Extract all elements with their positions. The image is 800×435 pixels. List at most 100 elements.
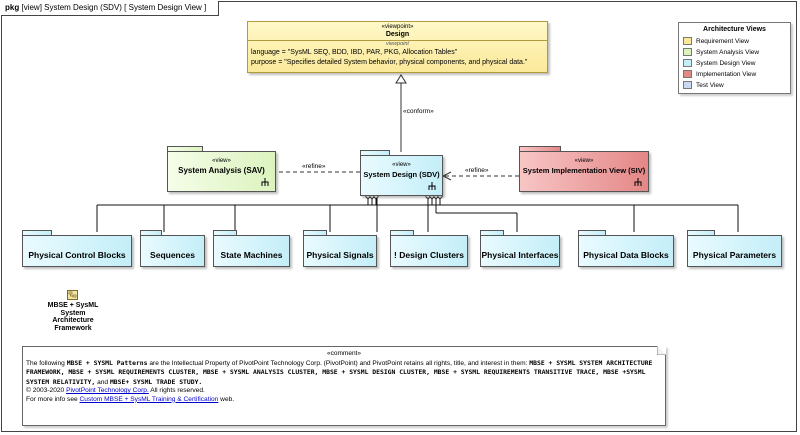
more-info-text: For more info see xyxy=(26,395,80,403)
pivotpoint-link[interactable]: PivotPoint Technology Corp. xyxy=(66,387,149,395)
package-body: Physical Data Blocks xyxy=(578,235,674,267)
framework-package-icon[interactable] xyxy=(67,290,78,300)
fork-icon xyxy=(428,182,436,190)
framework-label-line: System xyxy=(60,309,86,317)
package-tab xyxy=(360,150,390,156)
package-body: Physical Control Blocks xyxy=(22,235,132,267)
subpackage-physical-interfaces[interactable]: Physical Interfaces xyxy=(480,230,560,267)
package-tab xyxy=(687,230,715,236)
package-tab xyxy=(167,146,203,152)
comment-stereotype: «comment» xyxy=(327,350,361,357)
package-body: «view» System Design (SDV) xyxy=(360,155,443,196)
package-name: Physical Control Blocks xyxy=(28,250,126,260)
frame-kind: pkg xyxy=(5,3,20,12)
more-info-text: web. xyxy=(218,395,235,403)
subpackage-design-clusters[interactable]: ! Design Clusters xyxy=(390,230,468,267)
subpackage-physical-data-blocks[interactable]: Physical Data Blocks xyxy=(578,230,674,267)
package-stereotype: «view» xyxy=(212,158,231,164)
subpackage-sequences[interactable]: Sequences xyxy=(140,230,205,267)
subpackage-physical-parameters[interactable]: Physical Parameters xyxy=(687,230,782,267)
viewpoint-stereotype: «viewpoint» xyxy=(381,24,414,30)
framework-glyph-icon xyxy=(68,291,77,298)
subpackage-physical-signals[interactable]: Physical Signals xyxy=(303,230,377,267)
package-name: ! Design Clusters xyxy=(394,250,464,260)
legend-swatch xyxy=(683,37,692,45)
legend-swatch xyxy=(683,48,692,56)
legend-label: System Analysis View xyxy=(696,48,760,56)
training-link[interactable]: Custom MBSE + SysML Training & Certifica… xyxy=(79,395,219,403)
package-body: Sequences xyxy=(140,235,205,267)
legend-swatch xyxy=(683,81,692,89)
frame-title: [view] System Design (SDV) [ System Desi… xyxy=(21,3,207,12)
comment-bold: MBSE + SYSML SYSTEM ARCHITECTURE FRAMEWO… xyxy=(26,359,653,386)
viewpoint-section-label: viewpoint xyxy=(386,41,409,47)
package-body: «view» System Analysis (SAV) xyxy=(167,151,276,192)
viewpoint-divider xyxy=(248,40,547,41)
comment-text: are the Intellectual Property of PivotPo… xyxy=(147,360,530,367)
package-tab xyxy=(22,230,52,236)
viewpoint-purpose: purpose = "Specifies detailed System beh… xyxy=(251,59,528,66)
legend-item: System Design View xyxy=(683,59,756,67)
legend-item: Test View xyxy=(683,81,724,89)
refine-label-left: «refine» xyxy=(302,163,326,170)
comment-bold: MBSE + SYSML Patterns xyxy=(66,359,148,367)
subpackage-state-machines[interactable]: State Machines xyxy=(213,230,290,267)
package-name: System Implementation View (SIV) xyxy=(522,166,646,175)
package-tab xyxy=(213,230,237,236)
viewpoint-name: Design xyxy=(385,31,410,38)
package-name: State Machines xyxy=(220,250,283,260)
package-name: Physical Data Blocks xyxy=(583,250,669,260)
legend-swatch xyxy=(683,59,692,67)
legend-swatch xyxy=(683,70,692,78)
package-name: Physical Interfaces xyxy=(481,250,559,260)
comment-text: The following xyxy=(26,360,67,367)
package-system-design[interactable]: «view» System Design (SDV) xyxy=(360,150,443,196)
subpackage-physical-control-blocks[interactable]: Physical Control Blocks xyxy=(22,230,132,267)
comment-body: The following MBSE + SYSML Patterns are … xyxy=(26,359,661,404)
package-tab xyxy=(519,146,561,152)
framework-label-line: MBSE + SysML xyxy=(47,302,99,309)
legend-item: Implementation View xyxy=(683,70,756,78)
folded-corner-icon xyxy=(657,346,666,355)
package-name: System Design (SDV) xyxy=(363,170,440,179)
package-system-analysis[interactable]: «view» System Analysis (SAV) xyxy=(167,146,276,192)
package-tab xyxy=(390,230,414,236)
package-body: ! Design Clusters xyxy=(390,235,468,267)
package-name: System Analysis (SAV) xyxy=(178,166,265,175)
framework-label-line: Framework xyxy=(54,324,92,332)
package-system-implementation[interactable]: «view» System Implementation View (SIV) xyxy=(519,146,649,192)
package-tab xyxy=(303,230,327,236)
legend-label: System Design View xyxy=(696,59,756,67)
containment-tree xyxy=(96,198,739,232)
framework-label-line: Architecture xyxy=(52,317,94,324)
legend-item: Requirement View xyxy=(683,37,749,45)
package-body: Physical Interfaces xyxy=(480,235,560,267)
comment-note: «comment» The following MBSE + SYSML Pat… xyxy=(22,346,666,426)
diagram-frame-tab: pkg [view] System Design (SDV) [ System … xyxy=(1,1,220,16)
package-name: Physical Parameters xyxy=(692,250,777,260)
copyright-text: All rights reserved. xyxy=(148,387,205,395)
package-tab xyxy=(140,230,162,236)
legend-label: Implementation View xyxy=(696,70,757,78)
copyright-text: © 2003-2020 xyxy=(26,387,67,395)
viewpoint-language: language = "SysML SEQ, BDD, IBD, PAR, PK… xyxy=(251,49,458,56)
viewpoint-design[interactable]: «viewpoint» Design viewpoint language = … xyxy=(247,21,548,73)
comment-bold: MBSE+ SYSML TRADE STUDY. xyxy=(109,377,203,386)
conform-label: «conform» xyxy=(403,108,434,115)
package-name: Physical Signals xyxy=(306,250,374,260)
framework-label[interactable]: MBSE + SysML System Architecture Framewo… xyxy=(33,302,113,332)
refine-label-right: «refine» xyxy=(465,167,489,174)
package-name: Sequences xyxy=(150,250,195,260)
package-stereotype: «view» xyxy=(392,162,411,168)
fork-icon xyxy=(261,178,269,186)
fork-icon xyxy=(634,178,642,186)
package-body: Physical Signals xyxy=(303,235,377,267)
legend-item: System Analysis View xyxy=(683,48,759,56)
legend-title: Architecture Views xyxy=(703,26,766,33)
package-tab xyxy=(578,230,606,236)
legend-label: Requirement View xyxy=(696,37,749,45)
package-body: State Machines xyxy=(213,235,290,267)
package-tab xyxy=(480,230,504,236)
